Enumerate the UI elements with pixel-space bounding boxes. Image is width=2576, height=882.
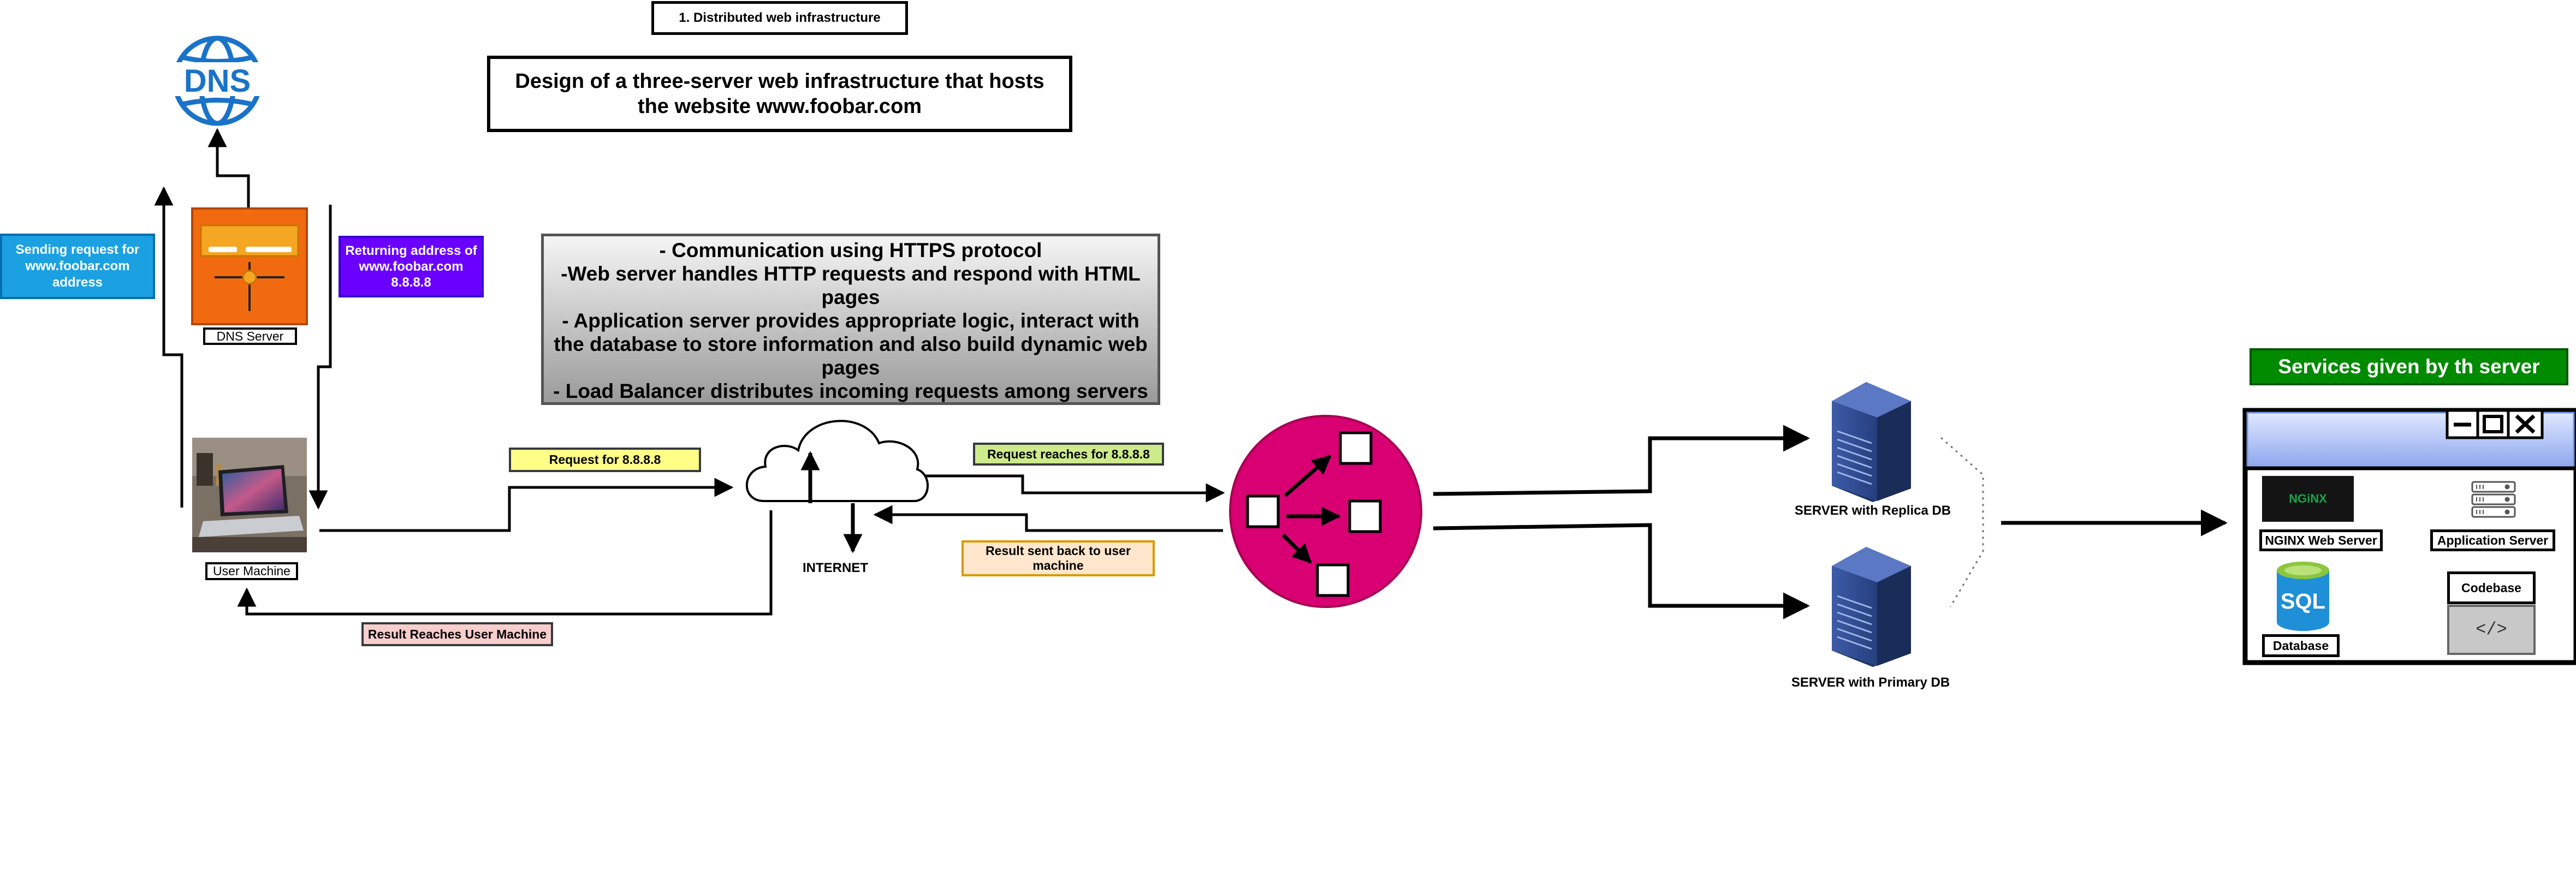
server-replica-label: SERVER with Replica DB — [1794, 503, 1951, 518]
laptop-icon — [192, 438, 307, 552]
database-label: Database — [2262, 634, 2340, 657]
request-for-label: Request for 8.8.8.8 — [509, 448, 701, 472]
main-title: Design of a three-server web infrastruct… — [487, 56, 1072, 132]
cloud-icon — [745, 420, 929, 553]
returning-address-label: Returning address of www.foobar.com 8.8.… — [339, 236, 484, 297]
description-line-3: - Application server provides appropriat… — [554, 309, 1148, 379]
lb-to-primary-arrow — [1433, 523, 1810, 619]
load-balancer-icon — [1229, 415, 1422, 608]
lb-to-replica-arrow — [1433, 425, 1810, 496]
servers-group-bracket — [1940, 437, 1984, 607]
nginx-logo-icon — [2262, 476, 2354, 522]
codebase-label: Codebase — [2447, 571, 2536, 604]
sending-request-arrow — [154, 186, 183, 508]
server-primary-label: SERVER with Primary DB — [1791, 675, 1950, 690]
connectors — [154, 128, 2228, 619]
maximize-icon[interactable] — [2476, 409, 2510, 439]
dns-server-label: DNS Server — [203, 327, 297, 345]
sending-request-label: Sending request for www.foobar.com addre… — [0, 234, 155, 299]
sql-database-icon — [2277, 562, 2329, 631]
result-reaches-label: Result Reaches User Machine — [361, 622, 553, 646]
result-sent-back-label: Result sent back to user machine — [961, 540, 1155, 576]
internet-to-loadbalancer-arrow — [924, 474, 1225, 503]
description-line-2: -Web server handles HTTP requests and re… — [561, 263, 1141, 308]
user-to-internet-arrow — [319, 478, 734, 532]
server-rack-icon — [2471, 481, 2516, 518]
code-icon — [2447, 605, 2536, 655]
section-title: 1. Distributed web infrastructure — [651, 1, 908, 35]
code-icon-text: </> — [2476, 619, 2507, 640]
returning-address-arrow — [308, 205, 332, 510]
description-line-1: - Communication using HTTPS protocol — [659, 239, 1042, 261]
server-tower-icon — [1832, 547, 1911, 667]
internet-label: INTERNET — [803, 561, 868, 575]
internet-to-user-arrow — [237, 510, 773, 616]
minimize-icon[interactable] — [2446, 409, 2479, 439]
nginx-label: NGINX Web Server — [2259, 529, 2383, 551]
server-tower-icon — [1832, 382, 1911, 502]
dns-globe-text: DNS — [184, 63, 251, 99]
nginx-logo-text: NGiNX — [2289, 492, 2327, 505]
app-server-label: Application Server — [2430, 529, 2555, 551]
loadbalancer-to-internet-arrow — [873, 505, 1223, 532]
close-icon[interactable] — [2507, 409, 2544, 439]
description-line-4: - Load Balancer distributes incoming req… — [553, 380, 1148, 402]
dns-server-icon — [191, 207, 308, 325]
dns-server-to-globe-arrow — [207, 128, 250, 207]
sql-icon-text: SQL — [2281, 589, 2325, 613]
services-title: Services given by th server — [2249, 348, 2568, 385]
description-box: - Communication using HTTPS protocol -We… — [541, 234, 1160, 405]
request-reaches-label: Request reaches for 8.8.8.8 — [973, 443, 1164, 466]
user-machine-label: User Machine — [205, 562, 298, 580]
dns-globe-icon — [170, 35, 264, 126]
